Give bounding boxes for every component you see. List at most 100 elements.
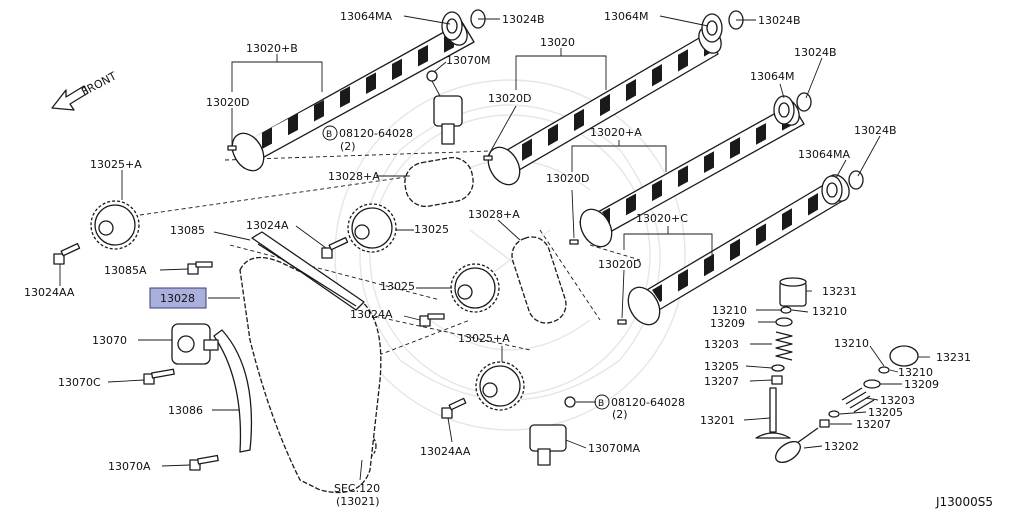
label-13202[interactable]: 13202: [824, 440, 859, 453]
label-13209-b[interactable]: 13209: [904, 378, 939, 391]
valve-retainer-13209-b[interactable]: [863, 379, 881, 389]
label-13070[interactable]: 13070: [92, 334, 127, 347]
label-13020-a[interactable]: 13020+A: [590, 126, 642, 139]
label-13205-b[interactable]: 13205: [868, 406, 903, 419]
label-13207-a[interactable]: 13207: [704, 375, 739, 388]
label-13024a-a[interactable]: 13024A: [246, 219, 289, 232]
label-13025-a-a[interactable]: 13025+A: [90, 158, 142, 171]
sprocket-13025-lower[interactable]: [450, 263, 500, 313]
label-13070a[interactable]: 13070A: [108, 460, 151, 473]
cam-cap-13024b-d[interactable]: [848, 170, 864, 190]
valve-seal-13205[interactable]: [771, 364, 785, 372]
front-label: FRONT: [79, 69, 119, 98]
part-labels: 13064MA 13024B 13064M 13024B 13020+B 130…: [24, 10, 971, 508]
valve-seal-13205-b[interactable]: [828, 410, 840, 418]
label-13020-b[interactable]: 13020+B: [246, 42, 298, 55]
slack-guide-13086[interactable]: [213, 329, 253, 453]
bolt-13024aa-left[interactable]: [53, 242, 81, 265]
label-13024aa-a[interactable]: 13024AA: [24, 286, 75, 299]
label-13020d-a[interactable]: 13020D: [206, 96, 249, 109]
label-13064m-b[interactable]: 13064M: [750, 70, 794, 83]
cam-cap-13064m-a[interactable]: [701, 13, 723, 43]
front-arrow-icon: [51, 85, 89, 111]
bolt-13024a-lower[interactable]: [419, 313, 445, 327]
label-13210-b[interactable]: 13210: [812, 305, 847, 318]
label-13209-a[interactable]: 13209: [710, 317, 745, 330]
label-13207-b[interactable]: 13207: [856, 418, 891, 431]
sprocket-13025-a-left[interactable]: [90, 200, 140, 250]
label-13064ma-top[interactable]: 13064MA: [340, 10, 392, 23]
label-13210-c[interactable]: 13210: [834, 337, 869, 350]
label-13070ma[interactable]: 13070MA: [588, 442, 640, 455]
valve-lifter-13231-a[interactable]: [779, 277, 807, 307]
label-13024b-c[interactable]: 13024B: [794, 46, 837, 59]
label-13020-c[interactable]: 13020+C: [636, 212, 688, 225]
bolt-13070a[interactable]: [189, 454, 219, 471]
label-13020d-c[interactable]: 13020D: [546, 172, 589, 185]
camshaft-13020-c[interactable]: [622, 171, 854, 330]
label-13025-a-b[interactable]: 13025+A: [458, 332, 510, 345]
label-13020[interactable]: 13020: [540, 36, 575, 49]
sprocket-13025-a-bottom[interactable]: [475, 361, 525, 411]
label-13201[interactable]: 13201: [700, 414, 735, 427]
secondary-chain-13028a-right[interactable]: [507, 232, 570, 327]
valve-shim-13210[interactable]: [780, 306, 792, 314]
cam-cap-13064m-b[interactable]: [773, 95, 795, 125]
label-13085[interactable]: 13085: [170, 224, 205, 237]
valve-spring-13203[interactable]: [775, 331, 793, 361]
svg-text:B: B: [326, 130, 332, 140]
position-sensor-13070ma[interactable]: [529, 396, 576, 466]
chain-tensioner-13070[interactable]: [171, 323, 219, 365]
label-13020d-d[interactable]: 13020D: [598, 258, 641, 271]
label-13028-a-b[interactable]: 13028+A: [468, 208, 520, 221]
label-13025-b[interactable]: 13025: [380, 280, 415, 293]
label-13064ma-b[interactable]: 13064MA: [798, 148, 850, 161]
label-13210-d[interactable]: 13210: [898, 366, 933, 379]
valve-shim-13210-b[interactable]: [878, 366, 890, 374]
bolt-13024aa-bottom[interactable]: [441, 397, 467, 419]
label-13064m-a[interactable]: 13064M: [604, 10, 648, 23]
label-13203-b[interactable]: 13203: [880, 394, 915, 407]
camshaft-13020-a[interactable]: [574, 95, 805, 252]
label-13205-a[interactable]: 13205: [704, 360, 739, 373]
valve-seat-13207[interactable]: [771, 375, 783, 385]
label-13020d-b[interactable]: 13020D: [488, 92, 531, 105]
sprocket-13025-upper[interactable]: [347, 203, 397, 253]
label-13231-b[interactable]: 13231: [936, 351, 971, 364]
bolt-13024a-upper[interactable]: [321, 236, 349, 259]
valve-13201[interactable]: [755, 387, 791, 439]
label-13070c[interactable]: 13070C: [58, 376, 101, 389]
label-13085a[interactable]: 13085A: [104, 264, 147, 277]
label-13028-a-a[interactable]: 13028+A: [328, 170, 380, 183]
label-13028[interactable]: 13028: [160, 292, 195, 305]
label-13024b-d[interactable]: 13024B: [854, 124, 897, 137]
label-bolt-ref-b[interactable]: 08120-64028: [611, 396, 685, 409]
label-13210-a[interactable]: 13210: [712, 304, 747, 317]
label-13070m[interactable]: 13070M: [446, 54, 490, 67]
label-13025-a[interactable]: 13025: [414, 223, 449, 236]
label-13024a-b[interactable]: 13024A: [350, 308, 393, 321]
valve-lifter-13231-b[interactable]: [889, 345, 919, 367]
valve-train: [755, 277, 919, 467]
cam-cap-13024b-c[interactable]: [796, 92, 812, 112]
secondary-chain-13028a-upper[interactable]: [402, 154, 477, 209]
chain-guide-13085[interactable]: [251, 231, 365, 311]
label-sec-120[interactable]: SEC.120: [334, 482, 380, 495]
position-sensor-13070m[interactable]: [426, 70, 463, 145]
label-13024b-a[interactable]: 13024B: [502, 13, 545, 26]
label-13231-a[interactable]: 13231: [822, 285, 857, 298]
label-bolt-ref-a[interactable]: 08120-64028: [339, 127, 413, 140]
label-13203-a[interactable]: 13203: [704, 338, 739, 351]
label-13024b-b[interactable]: 13024B: [758, 14, 801, 27]
valve-retainer-13209[interactable]: [775, 317, 793, 327]
valve-13202[interactable]: [772, 427, 819, 467]
valve-spring-13203-b[interactable]: [841, 387, 875, 413]
bolt-13085a[interactable]: [187, 261, 213, 275]
valve-seat-13207-b[interactable]: [819, 419, 830, 428]
cam-cap-13064ma-top[interactable]: [441, 11, 463, 41]
label-13024aa-b[interactable]: 13024AA: [420, 445, 471, 458]
bolt-13070c[interactable]: [143, 368, 175, 385]
cam-cap-13064ma-b[interactable]: [821, 175, 843, 205]
label-13086[interactable]: 13086: [168, 404, 203, 417]
timing-chain-13028[interactable]: [239, 256, 382, 494]
